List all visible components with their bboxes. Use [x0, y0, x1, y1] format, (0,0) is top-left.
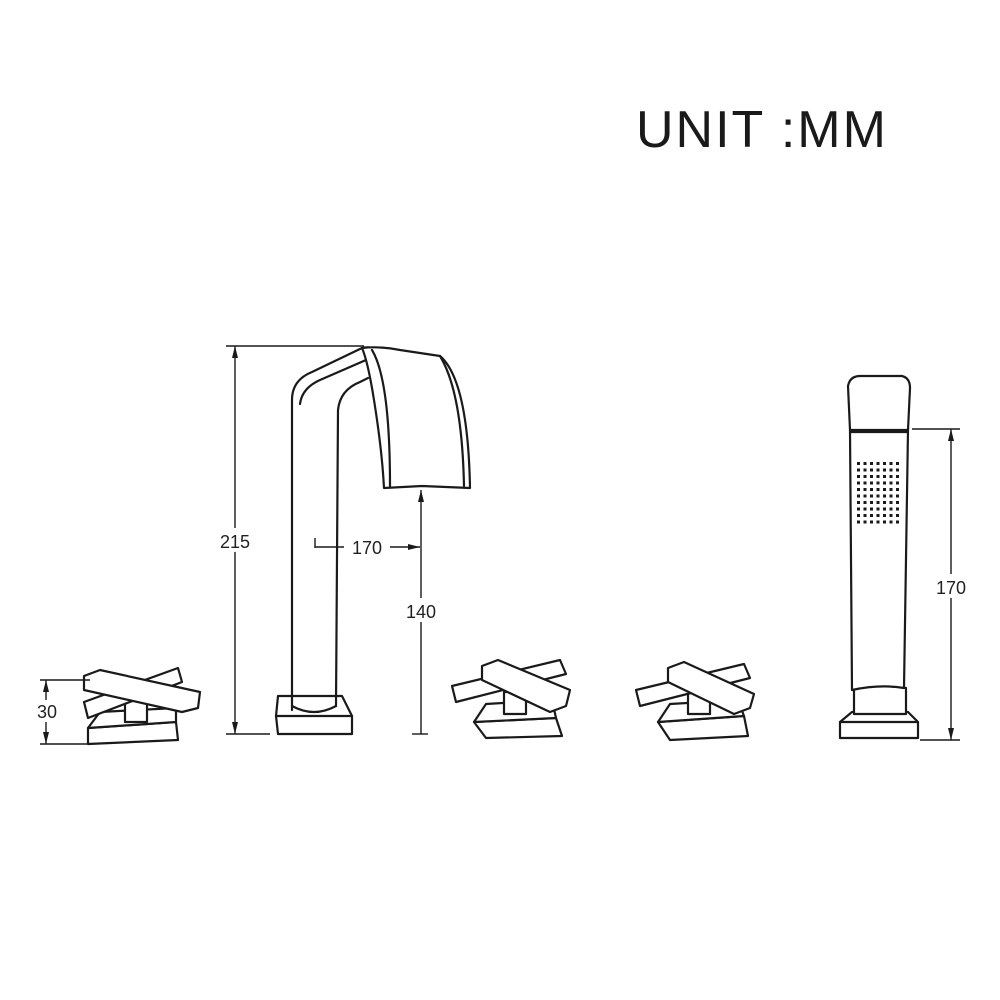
- nozzle-dot: [870, 468, 873, 472]
- hand-shower-length-dimension: 170: [912, 428, 974, 741]
- nozzle-dot: [863, 488, 867, 491]
- nozzle-dot: [883, 475, 886, 478]
- nozzle-dot: [870, 462, 873, 465]
- spout-reach-dimension: 170: [314, 536, 420, 558]
- nozzle-dot: [876, 514, 880, 517]
- nozzle-dot: [883, 501, 886, 504]
- spout-height-label: 215: [220, 532, 250, 552]
- nozzle-dot: [857, 475, 860, 478]
- nozzle-dot: [863, 514, 867, 517]
- nozzle-dot: [857, 488, 860, 491]
- nozzle-dot: [857, 481, 860, 485]
- shower-nozzle-grid: [857, 462, 899, 524]
- nozzle-dot: [896, 462, 899, 465]
- nozzle-dot: [857, 507, 860, 511]
- nozzle-dot: [870, 494, 873, 498]
- nozzle-dot: [883, 481, 886, 485]
- middle-cross-handle: [450, 658, 572, 740]
- nozzle-dot: [876, 468, 880, 472]
- nozzle-dot: [857, 462, 860, 465]
- nozzle-dot: [857, 514, 860, 517]
- nozzle-dot: [889, 514, 893, 517]
- nozzle-dot: [857, 501, 860, 504]
- nozzle-dot: [863, 494, 867, 498]
- nozzle-dot: [896, 488, 899, 491]
- nozzle-dot: [883, 462, 886, 465]
- nozzle-dot: [889, 507, 893, 511]
- nozzle-dot: [870, 475, 873, 478]
- nozzle-dot: [896, 468, 899, 472]
- nozzle-dot: [876, 488, 880, 491]
- nozzle-dot: [857, 468, 860, 472]
- nozzle-dot: [876, 501, 880, 504]
- nozzle-dot: [870, 520, 873, 524]
- nozzle-dot: [863, 462, 867, 465]
- nozzle-dot: [857, 494, 860, 498]
- hand-shower: [838, 374, 920, 740]
- unit-label: UNIT :MM: [636, 101, 888, 159]
- nozzle-dot: [896, 520, 899, 524]
- nozzle-dot: [896, 501, 899, 504]
- nozzle-dot: [889, 462, 893, 465]
- waterfall-spout: [274, 346, 472, 736]
- nozzle-dot: [896, 507, 899, 511]
- nozzle-dot: [863, 520, 867, 524]
- nozzle-dot: [896, 481, 899, 485]
- nozzle-dot: [889, 494, 893, 498]
- nozzle-dot: [883, 494, 886, 498]
- spout-outlet-dimension: 140: [398, 490, 444, 735]
- nozzle-dot: [889, 488, 893, 491]
- nozzle-dot: [870, 514, 873, 517]
- nozzle-dot: [863, 481, 867, 485]
- nozzle-dot: [889, 468, 893, 472]
- nozzle-dot: [876, 520, 880, 524]
- right-cross-handle: [634, 660, 756, 742]
- nozzle-dot: [883, 520, 886, 524]
- hand-shower-length-label: 170: [936, 578, 966, 598]
- nozzle-dot: [870, 501, 873, 504]
- nozzle-dot: [889, 475, 893, 478]
- nozzle-dot: [863, 475, 867, 478]
- nozzle-dot: [889, 520, 893, 524]
- nozzle-dot: [876, 481, 880, 485]
- nozzle-dot: [896, 494, 899, 498]
- nozzle-dot: [876, 462, 880, 465]
- nozzle-dot: [883, 468, 886, 472]
- spout-reach-label: 170: [352, 538, 382, 558]
- nozzle-dot: [876, 494, 880, 498]
- nozzle-dot: [883, 507, 886, 511]
- nozzle-dot: [863, 501, 867, 504]
- nozzle-dot: [889, 501, 893, 504]
- nozzle-dot: [876, 507, 880, 511]
- nozzle-dot: [870, 481, 873, 485]
- nozzle-dot: [883, 514, 886, 517]
- handle-height-dimension: 30: [30, 679, 90, 745]
- nozzle-dot: [870, 507, 873, 511]
- spout-outlet-label: 140: [406, 602, 436, 622]
- spout-height-dimension: 215: [212, 345, 364, 735]
- nozzle-dot: [883, 488, 886, 491]
- nozzle-dot: [863, 468, 867, 472]
- handle-height-label: 30: [37, 702, 57, 722]
- nozzle-dot: [896, 475, 899, 478]
- nozzle-dot: [857, 520, 860, 524]
- left-cross-handle: [82, 666, 202, 746]
- nozzle-dot: [863, 507, 867, 511]
- nozzle-dot: [896, 514, 899, 517]
- nozzle-dot: [870, 488, 873, 491]
- nozzle-dot: [889, 481, 893, 485]
- nozzle-dot: [876, 475, 880, 478]
